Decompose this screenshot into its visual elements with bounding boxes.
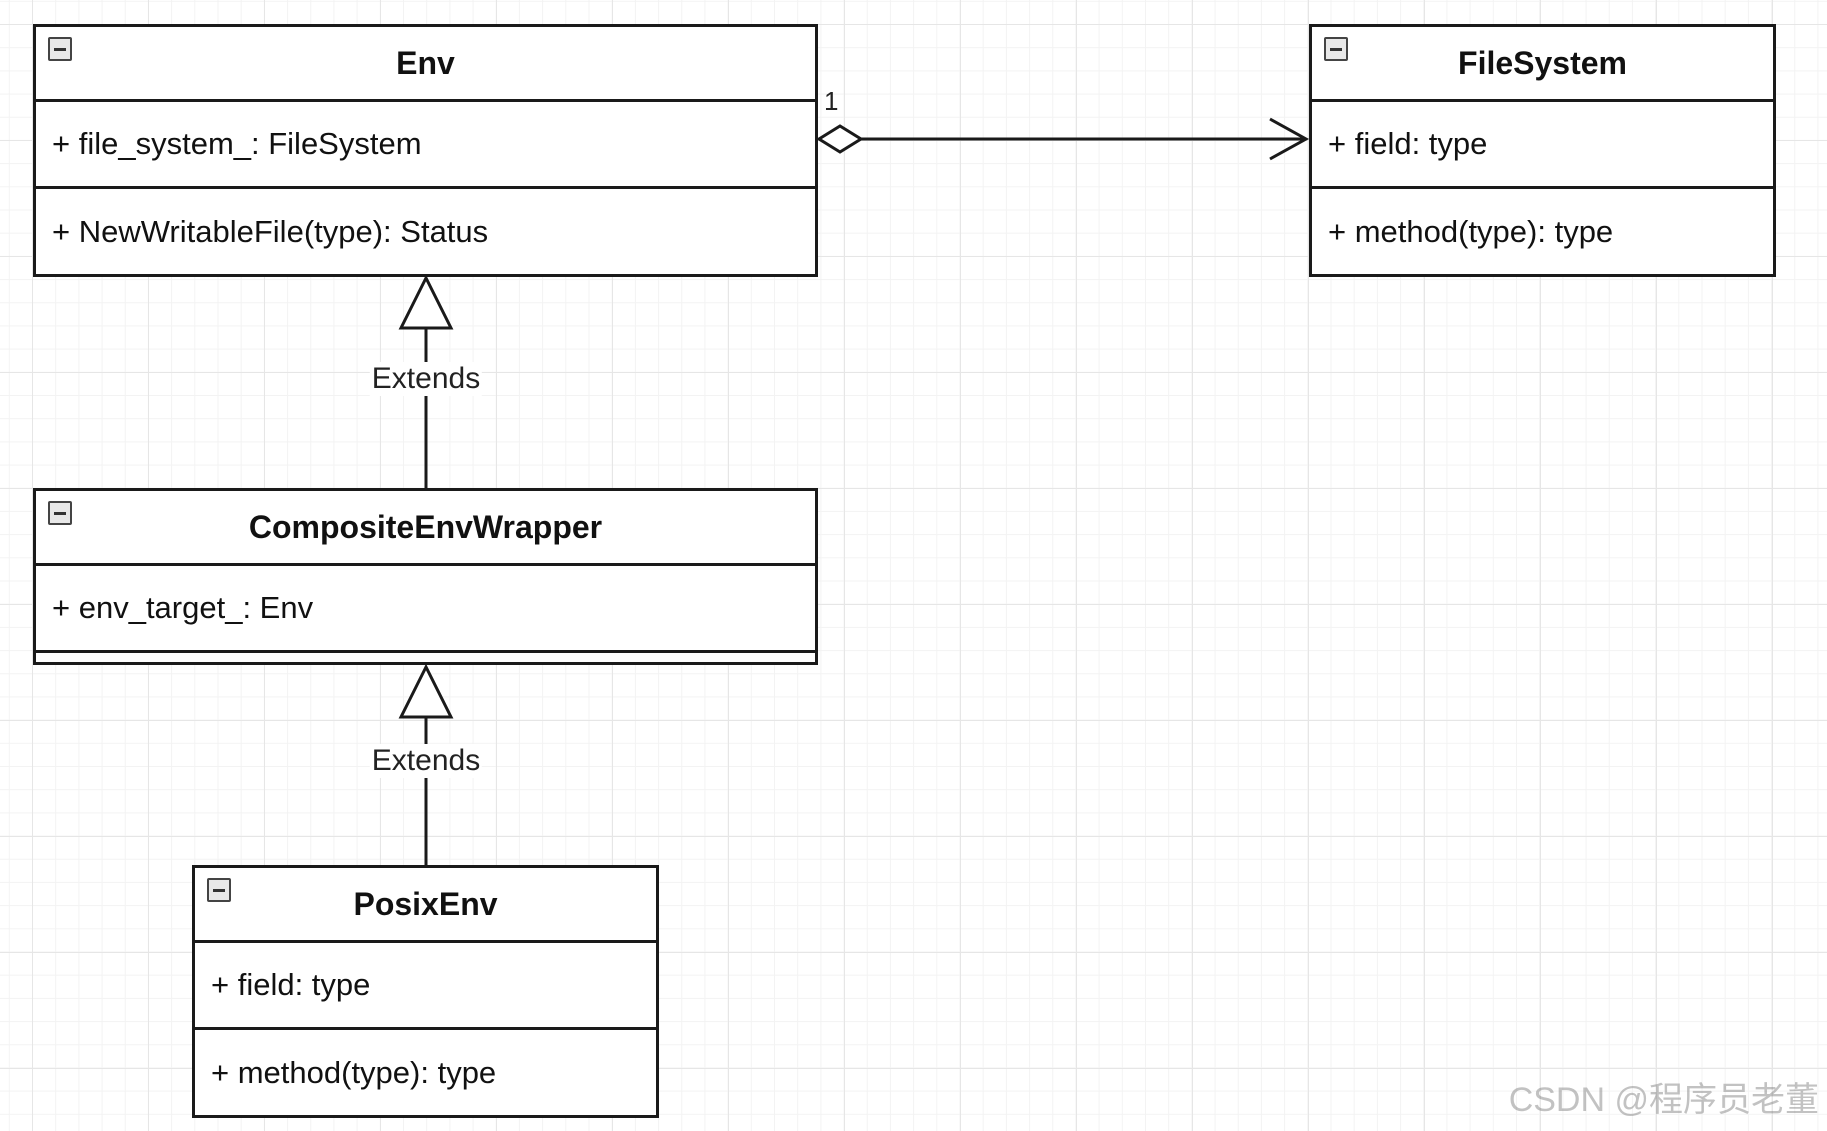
class-composite-env-wrapper-name: CompositeEnvWrapper	[248, 508, 603, 545]
class-filesystem-methods[interactable]: + method(type): type	[1312, 189, 1773, 274]
extends-label-lower: Extends	[369, 744, 483, 778]
generalization-arrowhead-lower	[398, 663, 454, 719]
class-env-name: Env	[396, 44, 455, 81]
extends-label-upper: Extends	[369, 362, 483, 396]
collapse-icon[interactable]	[1324, 37, 1348, 61]
class-filesystem-header[interactable]: FileSystem	[1312, 27, 1773, 102]
class-filesystem-attribute: + field: type	[1328, 126, 1488, 161]
class-filesystem-method: + method(type): type	[1328, 213, 1614, 249]
class-filesystem[interactable]: FileSystem + field: type + method(type):…	[1309, 24, 1776, 277]
class-composite-env-wrapper-attributes[interactable]: + env_target_: Env	[36, 566, 815, 653]
class-env-methods[interactable]: + NewWritableFile(type): Status	[36, 189, 815, 274]
class-env[interactable]: Env + file_system_: FileSystem + NewWrit…	[33, 24, 818, 277]
class-env-attributes[interactable]: + file_system_: FileSystem	[36, 102, 815, 189]
class-composite-env-wrapper[interactable]: CompositeEnvWrapper + env_target_: Env	[33, 488, 818, 665]
class-posix-env-name: PosixEnv	[353, 885, 498, 922]
class-composite-env-wrapper-header[interactable]: CompositeEnvWrapper	[36, 491, 815, 566]
watermark: CSDN @程序员老董	[1508, 1081, 1819, 1119]
aggregation-diamond[interactable]	[816, 124, 864, 154]
class-env-method: + NewWritableFile(type): Status	[52, 213, 489, 249]
class-posix-env-method: + method(type): type	[211, 1054, 497, 1090]
class-posix-env-header[interactable]: PosixEnv	[195, 868, 656, 943]
class-composite-env-wrapper-methods[interactable]	[36, 653, 815, 662]
class-env-header[interactable]: Env	[36, 27, 815, 102]
class-posix-env-methods[interactable]: + method(type): type	[195, 1030, 656, 1115]
class-posix-env-attributes[interactable]: + field: type	[195, 943, 656, 1030]
class-posix-env-attribute: + field: type	[211, 967, 371, 1002]
aggregation-multiplicity: 1	[824, 86, 839, 116]
class-posix-env[interactable]: PosixEnv + field: type + method(type): t…	[192, 865, 659, 1118]
class-filesystem-name: FileSystem	[1458, 44, 1627, 81]
collapse-icon[interactable]	[48, 501, 72, 525]
class-env-attribute: + file_system_: FileSystem	[52, 126, 422, 161]
generalization-arrowhead-upper	[398, 274, 454, 330]
collapse-icon[interactable]	[207, 878, 231, 902]
class-composite-env-wrapper-attribute: + env_target_: Env	[52, 590, 314, 625]
aggregation-arrowhead	[1269, 117, 1310, 161]
collapse-icon[interactable]	[48, 37, 72, 61]
class-filesystem-attributes[interactable]: + field: type	[1312, 102, 1773, 189]
